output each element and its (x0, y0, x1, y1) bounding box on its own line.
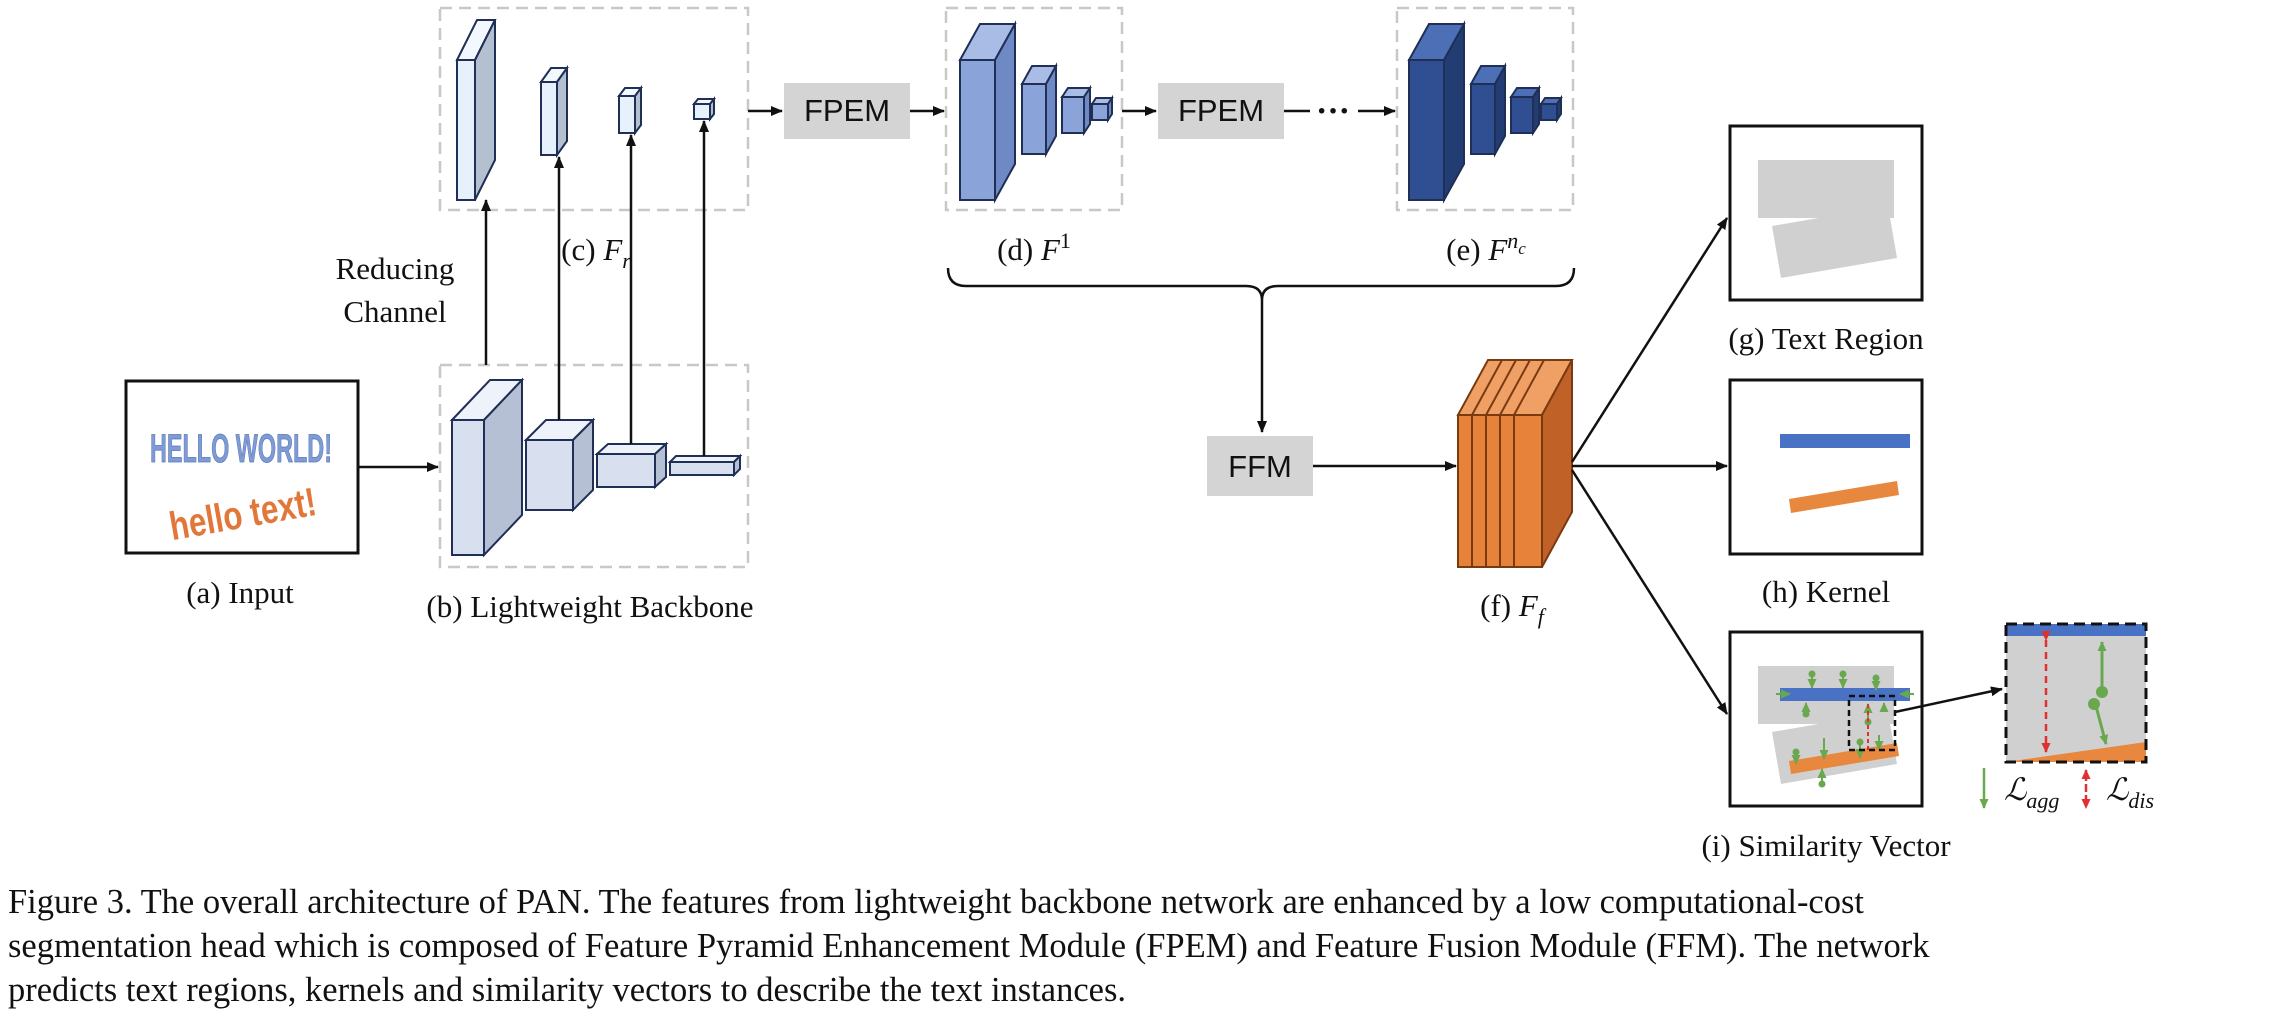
backbone-block-4 (667, 453, 743, 478)
figure-caption: Figure 3. The overall architecture of PA… (8, 880, 2274, 1012)
input-text-line1: HELLO WORLD! (150, 427, 332, 471)
kernel-label: (h) Kernel (1762, 574, 1890, 609)
reduced-features-group (438, 6, 750, 212)
fpemn-block-1 (1407, 20, 1466, 204)
input-label: (a) Input (186, 575, 294, 610)
text-region-output (1728, 124, 1924, 302)
fpem-module-a-label: FPEM (804, 93, 890, 128)
loss-dis-label: ℒdis (2106, 772, 2154, 813)
caption-line-3: predicts text regions, kernels and simil… (8, 971, 1127, 1009)
reducing-channel-label-2: Channel (343, 294, 446, 329)
backbone-block-2 (523, 417, 596, 513)
feature-map-icon (1456, 359, 1574, 568)
input-image: HELLO WORLD! hello text! (124, 379, 360, 555)
ffm-module-label: FFM (1228, 449, 1292, 484)
text-region-label: (g) Text Region (1728, 321, 1924, 356)
caption-line-1: Figure 3. The overall architecture of PA… (8, 883, 1865, 921)
fpem-module-b: FPEM (1158, 83, 1284, 139)
fpemn-label: (e) Fnc (1446, 228, 1526, 267)
loss-agg-label: ℒagg (2004, 772, 2059, 813)
ffm-module: FFM (1207, 436, 1313, 496)
reducing-channel-label-1: Reducing (336, 251, 455, 286)
arrow-icon (1570, 217, 1729, 463)
fused-label: (f) Ff (1480, 588, 1547, 629)
arrow-icon (1570, 469, 1729, 715)
similarity-label: (i) Similarity Vector (1701, 828, 1951, 863)
caption-line-2: segmentation head which is composed of F… (8, 927, 1930, 965)
fpem1-label: (d) F1 (997, 228, 1071, 267)
backbone-group (438, 363, 750, 569)
fpem-module-b-label: FPEM (1178, 93, 1264, 128)
reduced-block-4 (691, 96, 717, 122)
brace-icon (946, 267, 1576, 301)
arrow-icon (1894, 686, 2003, 714)
similarity-output (1728, 630, 1924, 808)
reduced-block-2 (539, 64, 569, 159)
fpemn-group (1395, 6, 1575, 212)
zoomed-similarity-detail (2004, 622, 2148, 764)
fpemn-block-4 (1539, 94, 1563, 124)
ellipsis: ··· (1316, 93, 1350, 130)
reduced-block-3 (617, 85, 643, 136)
fpem1-block-3 (1060, 84, 1092, 137)
reduced-features-label: (c) Fr (561, 232, 631, 273)
fpem-module-a: FPEM (784, 83, 910, 139)
backbone-label: (b) Lightweight Backbone (426, 589, 753, 624)
fpem1-group (944, 6, 1124, 212)
kernel-output (1728, 378, 1924, 556)
fpemn-block-3 (1509, 84, 1541, 137)
reduced-block-1 (455, 19, 497, 201)
backbone-block-1 (449, 377, 525, 558)
fpem1-block-2 (1020, 62, 1058, 158)
backbone-block-3 (594, 441, 669, 490)
fpem1-block-4 (1090, 94, 1114, 124)
fpem1-block-1 (958, 20, 1017, 204)
fpemn-block-2 (1469, 62, 1507, 158)
